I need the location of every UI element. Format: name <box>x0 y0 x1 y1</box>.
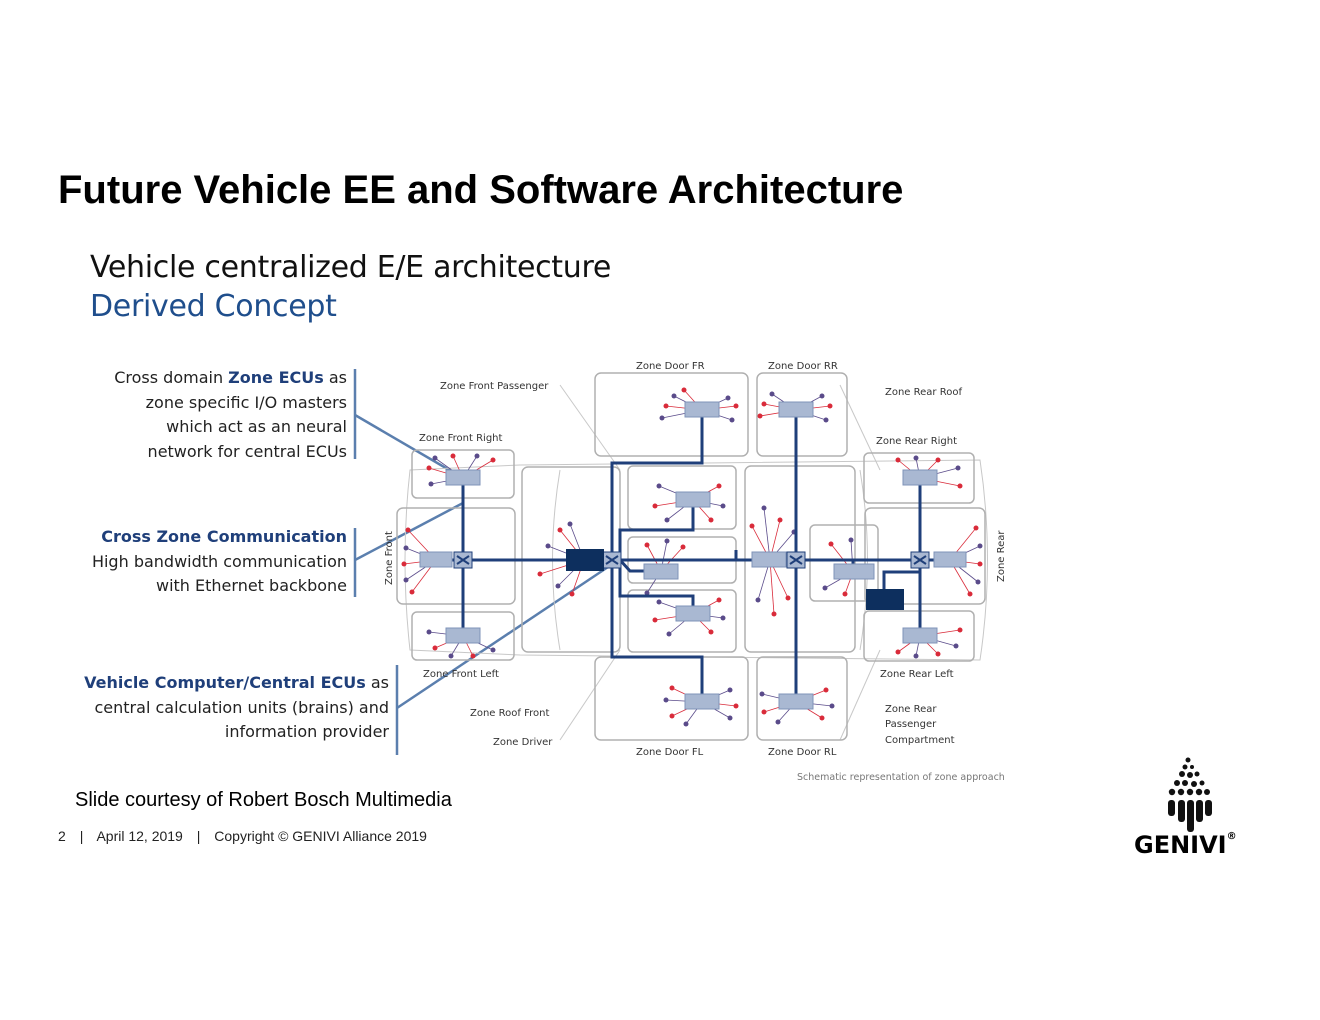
zone-labels: Zone Door FR Zone Door RR Zone Front Pas… <box>384 361 1007 783</box>
callout-text: as <box>365 673 389 692</box>
subtitle-derived-concept: Derived Concept <box>90 289 337 324</box>
callout-text: Cross domain <box>114 368 229 387</box>
leader-vehicle-computer <box>396 565 609 710</box>
page-number: 2 <box>58 828 66 844</box>
zone-ecu <box>902 627 938 644</box>
label-zone-rear: Zone Rear <box>996 530 1007 582</box>
callout-text: as <box>323 368 347 387</box>
label-zone-door-fr: Zone Door FR <box>636 361 705 372</box>
callout-cross-zone: Cross Zone Communication High bandwidth … <box>47 525 347 599</box>
zone-box-door-fr <box>594 372 749 457</box>
slide-credit: Slide courtesy of Robert Bosch Multimedi… <box>75 789 452 811</box>
callout-vehicle-computer: Vehicle Computer/Central ECUs as central… <box>59 671 389 745</box>
zone-box-rear-passenger <box>809 524 879 602</box>
registered-mark: ® <box>1226 831 1237 842</box>
label-zone-door-rr: Zone Door RR <box>768 361 838 372</box>
callout-text: with Ethernet backbone <box>156 576 347 595</box>
footer-separator: | <box>196 828 201 844</box>
zone-boxes <box>396 372 986 741</box>
switch-icon <box>786 551 806 569</box>
label-zone-rear-passenger: Compartment <box>885 735 955 746</box>
label-zone-front-passenger: Zone Front Passenger <box>440 381 549 392</box>
sensor-fan <box>426 453 496 487</box>
label-zone-rear-left: Zone Rear Left <box>880 669 954 680</box>
label-zone-front: Zone Front <box>384 531 395 585</box>
zone-ecu <box>445 469 481 486</box>
callout-highlight: Zone ECUs <box>228 368 324 387</box>
callout-highlight: Vehicle Computer/Central ECUs <box>84 673 366 692</box>
label-zone-rear-passenger: Passenger <box>885 719 937 730</box>
zone-box-door-rl <box>756 656 848 741</box>
central-ecu-rear <box>866 589 904 610</box>
diagram-caption: Schematic representation of zone approac… <box>797 772 1005 783</box>
label-zone-front-right: Zone Front Right <box>419 433 503 444</box>
zone-box-rear <box>864 507 986 605</box>
central-ecu-front <box>566 549 604 571</box>
slide-footer: 2 | April 12, 2019 | Copyright © GENIVI … <box>58 828 437 844</box>
genivi-logo-icon <box>1168 757 1212 832</box>
zone-ecu <box>778 693 814 710</box>
callout-text: zone specific I/O masters <box>145 392 347 412</box>
callout-text: information provider <box>224 722 389 741</box>
label-zone-rear-roof: Zone Rear Roof <box>885 387 962 398</box>
zone-ecu <box>643 563 679 580</box>
label-zone-driver: Zone Driver <box>493 737 553 748</box>
label-zone-rear-passenger: Zone Rear <box>885 704 937 715</box>
ethernet-switches <box>453 551 930 569</box>
link-door-fl <box>610 560 704 702</box>
zone-ecu <box>933 551 967 568</box>
sensor-fan <box>895 455 963 489</box>
zone-ecus <box>419 401 967 710</box>
zone-ecu <box>833 563 875 580</box>
callout-text: which act as an neural <box>166 417 347 436</box>
zone-ecu <box>902 469 938 486</box>
page-title: Future Vehicle EE and Software Architect… <box>58 168 904 212</box>
label-zone-door-fl: Zone Door FL <box>636 747 704 758</box>
switch-icon <box>602 551 622 569</box>
zone-box-door-fl <box>594 656 749 741</box>
subtitle-architecture: Vehicle centralized E/E architecture <box>90 250 611 285</box>
link-driver <box>618 560 695 614</box>
callout-text: High bandwidth communication <box>91 551 347 571</box>
zone-box-driver <box>627 589 737 653</box>
callout-text: central calculation units (brains) and <box>94 697 390 717</box>
zone-ecu <box>684 693 720 710</box>
zone-box-door-rr <box>756 372 848 457</box>
logo-wordmark: GENIVI <box>1134 831 1227 859</box>
label-zone-rear-right: Zone Rear Right <box>876 436 957 447</box>
leader-zone-ecus <box>354 413 464 480</box>
footer-date: April 12, 2019 <box>96 828 183 844</box>
ethernet-backbone <box>420 410 960 702</box>
footer-copyright: Copyright © GENIVI Alliance 2019 <box>214 828 427 844</box>
zone-ecu <box>419 551 453 568</box>
footer-separator: | <box>79 828 84 844</box>
switch-icon <box>453 551 473 569</box>
callout-highlight: Cross Zone Communication <box>101 527 347 546</box>
genivi-logo-text: GENIVI® <box>1134 831 1237 859</box>
zone-ecu <box>778 401 814 418</box>
link-front-passenger <box>618 500 695 560</box>
zone-ecu <box>675 605 711 622</box>
zone-ecu <box>684 401 720 418</box>
zone-ecu <box>445 627 481 644</box>
zone-ecu <box>675 491 711 508</box>
callout-zone-ecus: Cross domain Zone ECUs as zone specific … <box>47 366 347 464</box>
label-zone-roof-front: Zone Roof Front <box>470 708 549 719</box>
label-zone-door-rl: Zone Door RL <box>768 747 837 758</box>
link-door-fr <box>610 410 704 560</box>
callout-text: network for central ECUs <box>147 441 347 461</box>
label-zone-front-left: Zone Front Left <box>423 669 499 680</box>
switch-icon <box>910 551 930 569</box>
zone-box-front <box>396 507 516 605</box>
zone-ecu <box>751 551 787 568</box>
